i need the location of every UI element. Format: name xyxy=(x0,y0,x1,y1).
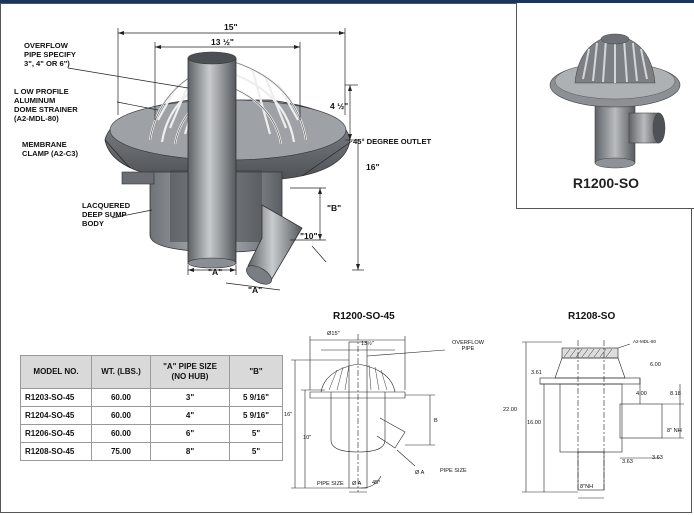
table-cell: 75.00 xyxy=(91,442,151,461)
table-cell: 5" xyxy=(229,424,283,443)
callout-dome-strainer: L OW PROFILE ALUMINUM DOME STRAINER (A2-… xyxy=(14,87,78,123)
table-header: "A" PIPE SIZE (NO HUB) xyxy=(150,355,230,389)
table-header: MODEL NO. xyxy=(20,355,92,389)
d08-400: 4.00 xyxy=(636,391,647,397)
callout-45-outlet: 45° DEGREE OUTLET xyxy=(353,137,432,146)
callout-sump-body: LACQUERED DEEP SUMP BODY xyxy=(82,201,131,228)
drawing-45 xyxy=(291,334,446,493)
product-inset: R1200-SO xyxy=(516,3,694,209)
d08-2200: 22.00 xyxy=(503,407,517,413)
overflow-pipe xyxy=(187,57,237,265)
d45-pipe-size-right: PIPE SIZE xyxy=(440,468,467,474)
drawing-08-title: R1208-SO xyxy=(568,311,616,322)
table-cell: 5 9/16" xyxy=(229,406,283,425)
d08-818: 8.18 xyxy=(670,391,681,397)
d45-b: B xyxy=(434,418,438,424)
page-frame xyxy=(0,3,692,513)
d08-363a: 3.63 xyxy=(622,459,633,465)
table-cell: R1208-SO-45 xyxy=(20,442,92,461)
table-cell: 60.00 xyxy=(91,424,151,443)
spec-table: MODEL NO. WT. (LBS.) "A" PIPE SIZE (NO H… xyxy=(20,355,283,461)
table-cell: 5" xyxy=(229,442,283,461)
dim-dome-width: 13 ½" xyxy=(211,37,234,47)
d08-361: 3.61 xyxy=(531,370,542,376)
d08-strainer: A2-MDL-80 xyxy=(633,339,657,344)
table-cell: R1206-SO-45 xyxy=(20,424,92,443)
dim-a-outlet: "A" xyxy=(248,285,263,295)
d45-dome-13: 13½" xyxy=(361,341,374,347)
table-cell: 60.00 xyxy=(91,388,151,407)
d45-overflow-pipe: OVERFLOW PIPE xyxy=(452,340,485,352)
callout-overflow-pipe: OVERFLOW PIPE SPECIFY 3", 4" OR 6") xyxy=(24,41,76,68)
table-cell: 3" xyxy=(150,388,230,407)
table-row: R1208-SO-45 75.00 8" 5" xyxy=(20,442,283,461)
membrane-clamp xyxy=(121,171,155,185)
callout-membrane-clamp: MEMBRANE CLAMP (A2-C3) xyxy=(22,140,78,158)
d45-height-16: 16" xyxy=(284,412,293,418)
table-cell: 8" xyxy=(150,442,230,461)
table-row: R1206-SO-45 60.00 6" 5" xyxy=(20,424,283,443)
dim-total-height: 16" xyxy=(366,162,380,172)
d08-363b: 3.63 xyxy=(652,455,663,461)
table-cell: 4" xyxy=(150,406,230,425)
dim-a-pipe: "A" xyxy=(208,267,223,277)
d45-phi-a-right: Ø A xyxy=(415,470,425,476)
d08-1600: 16.00 xyxy=(527,420,541,426)
table-cell: 60.00 xyxy=(91,406,151,425)
d08-8nh-right: 8" NH xyxy=(667,428,682,434)
d45-deg: 45° xyxy=(372,480,381,486)
dim-overall-width: 15" xyxy=(224,22,238,32)
table-header-row: MODEL NO. WT. (LBS.) "A" PIPE SIZE (NO H… xyxy=(20,355,283,389)
d45-pipe-size-bottom: PIPE SIZE xyxy=(317,481,344,487)
d08-600: 6.00 xyxy=(650,362,661,368)
table-cell: 6" xyxy=(150,424,230,443)
d45-height-10: 10" xyxy=(303,435,312,441)
table-header: "B" xyxy=(229,355,283,389)
table-cell: 5 9/16" xyxy=(229,388,283,407)
inset-title: R1200-SO xyxy=(572,175,640,191)
drawing-08 xyxy=(522,340,684,499)
table-row: R1204-SO-45 60.00 4" 5 9/16" xyxy=(20,406,283,425)
dim-10: "10" xyxy=(300,231,318,241)
top-bar xyxy=(0,0,694,3)
table-cell: R1204-SO-45 xyxy=(20,406,92,425)
d08-8nh-bottom: 8"NH xyxy=(580,484,594,490)
d45-phi-a-bottom: Ø A xyxy=(352,481,362,487)
drawing-45-title: R1200-SO-45 xyxy=(333,311,395,322)
d45-dia-15: Ø15" xyxy=(327,331,340,337)
table-row: R1203-SO-45 60.00 3" 5 9/16" xyxy=(20,388,283,407)
table-header: WT. (LBS.) xyxy=(91,355,151,389)
dim-b: "B" xyxy=(327,203,342,213)
table-cell: R1203-SO-45 xyxy=(20,388,92,407)
product-render xyxy=(549,33,681,169)
dim-dome-height: 4 ½" xyxy=(330,101,349,111)
